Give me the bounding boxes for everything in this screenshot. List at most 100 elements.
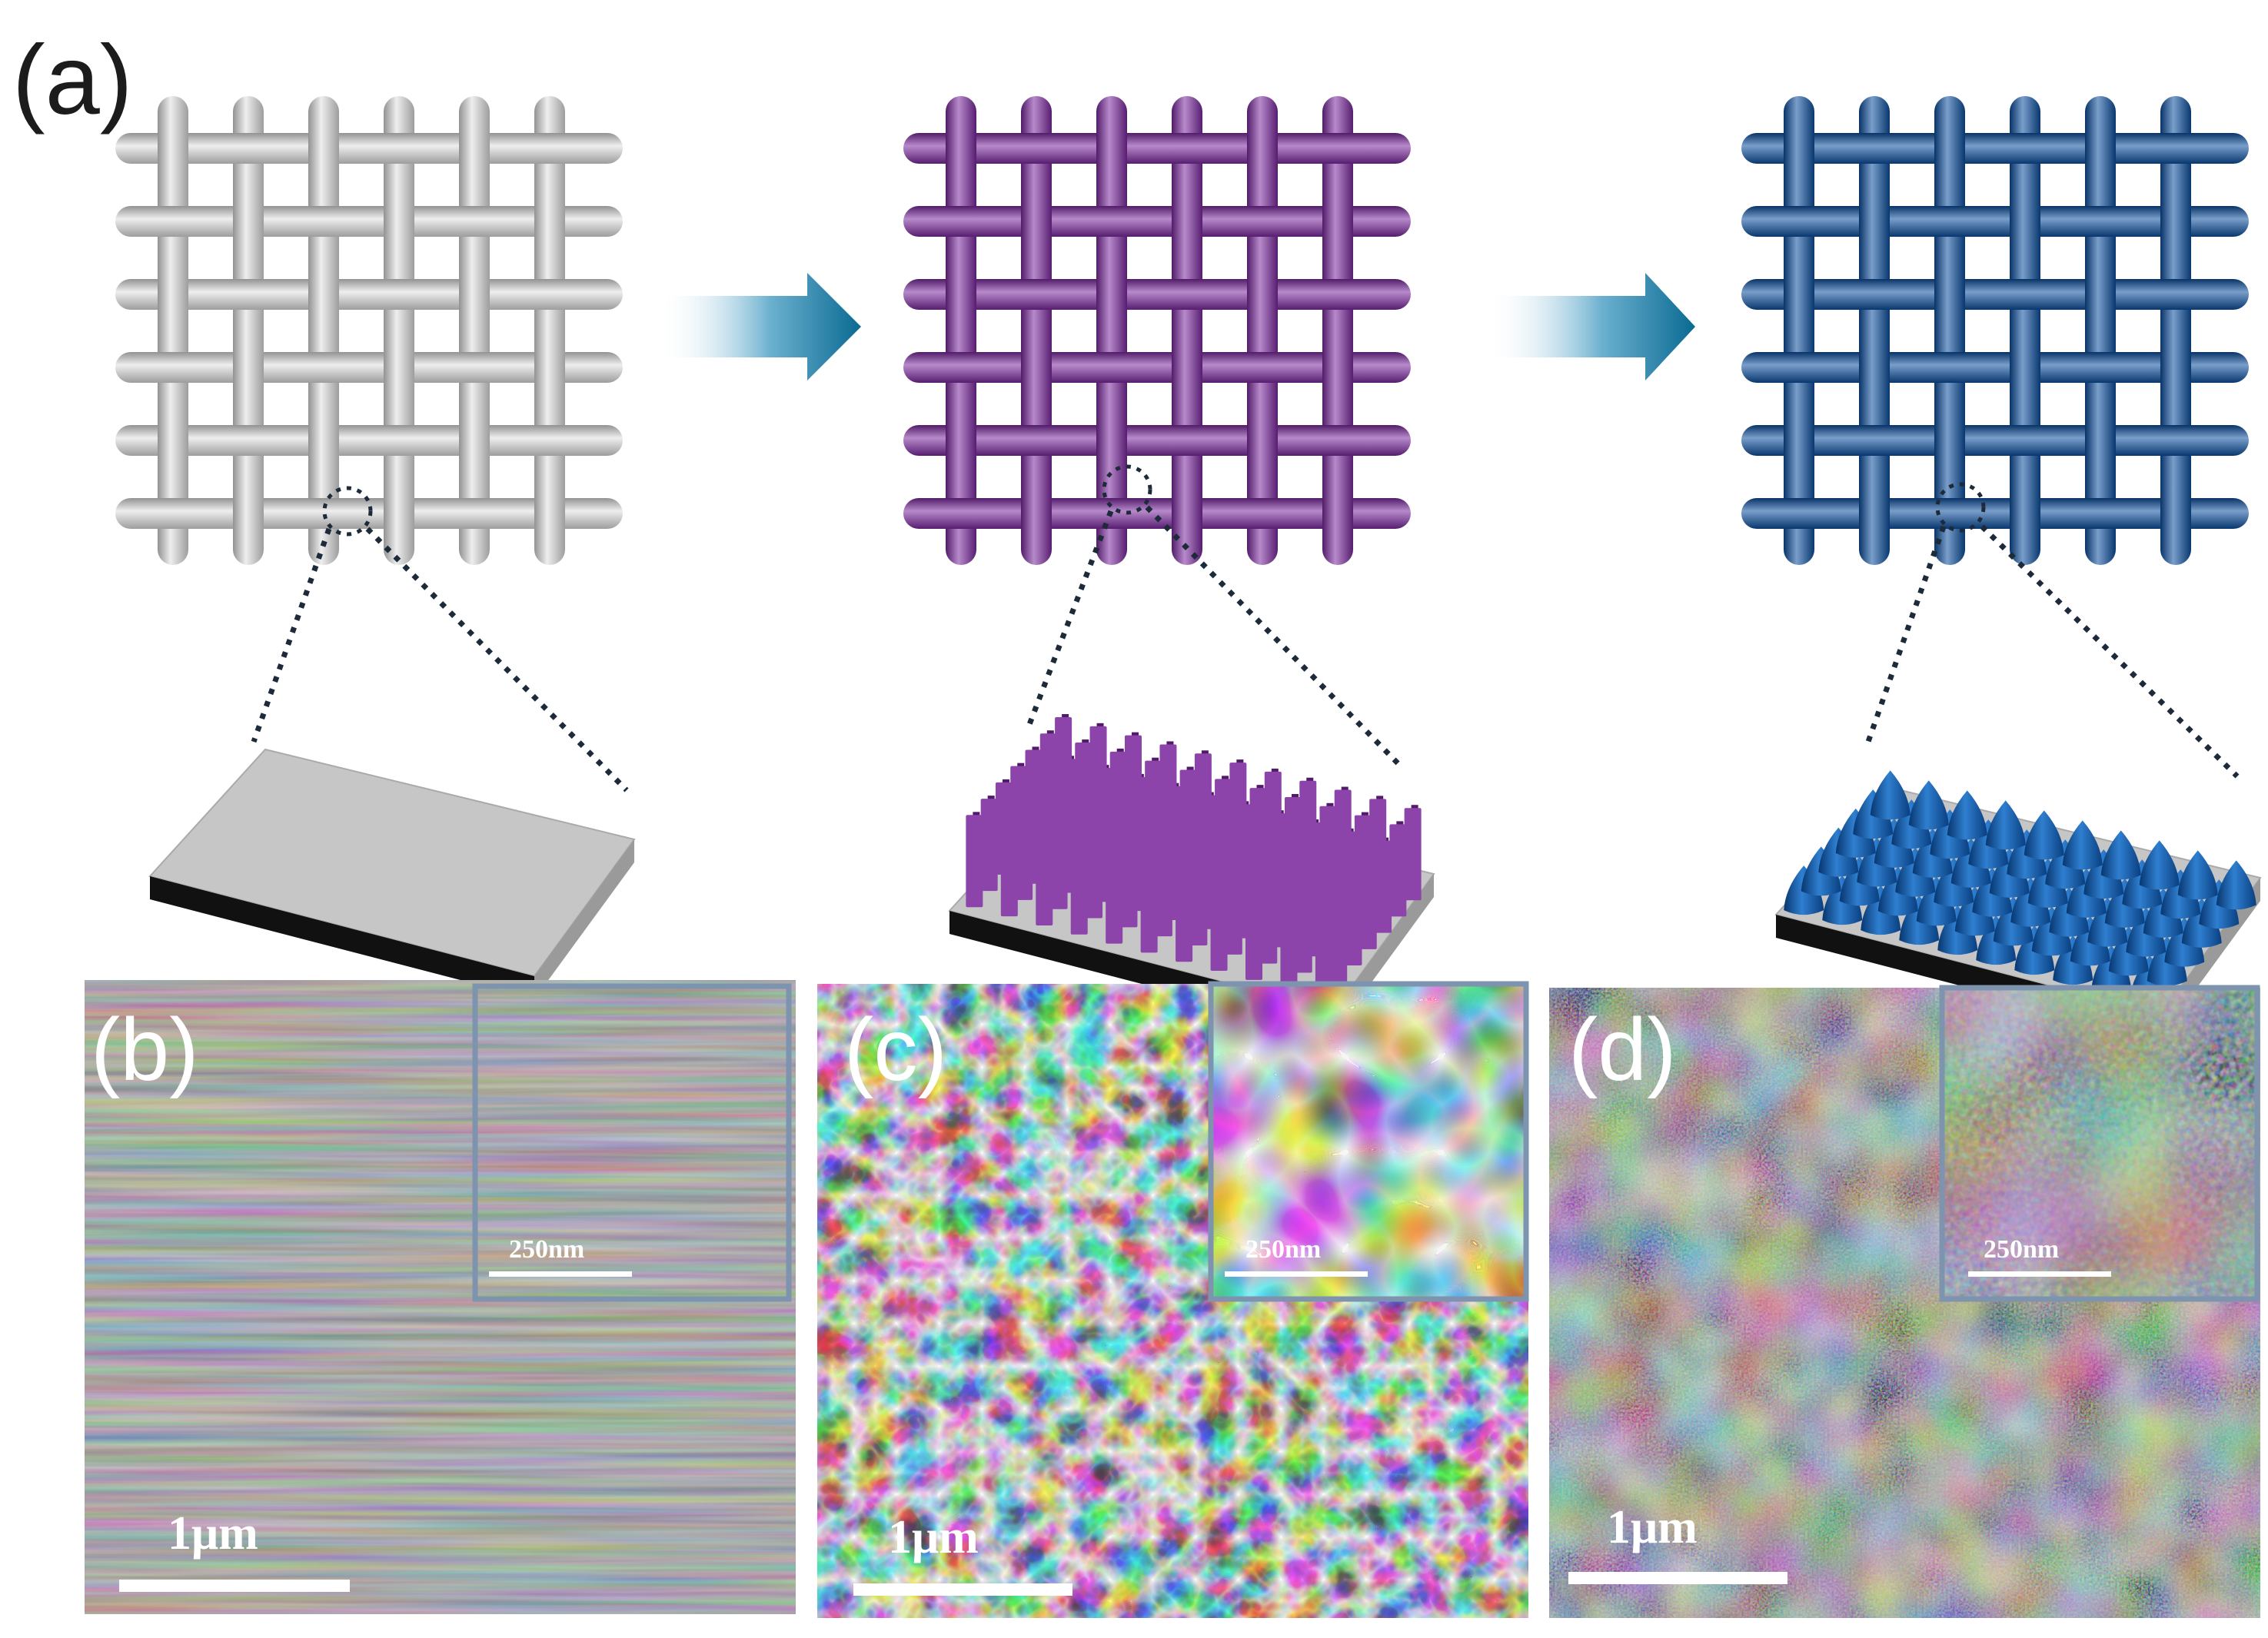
nanosheet — [1194, 753, 1212, 846]
mesh-crossing — [1784, 128, 1814, 168]
mesh-crossing — [2085, 128, 2116, 168]
inset-scale-bar — [1225, 1271, 1368, 1277]
mesh-crossing — [1322, 347, 1353, 387]
panel-c: (c) 250nm 1μm — [817, 981, 1529, 1618]
panel-d: (d) 250nm 1μm — [1549, 985, 2260, 1618]
mesh-crossing — [946, 420, 976, 460]
nanosheet — [1075, 743, 1092, 836]
mesh-crossing — [2010, 201, 2040, 241]
nanocone — [2062, 820, 2103, 870]
scale-bar — [1568, 1572, 1787, 1584]
mesh-crossing — [1322, 493, 1353, 533]
mesh-crossing — [459, 420, 490, 460]
nanosheet — [1284, 796, 1302, 889]
mesh-crossing — [1784, 420, 1814, 460]
nanosheet — [1179, 769, 1197, 862]
process-arrow-1 — [660, 273, 861, 380]
nanosheet — [1369, 799, 1387, 892]
mesh-crossing — [2160, 493, 2191, 533]
mesh-crossing — [1859, 201, 1890, 241]
mesh-horizontal-wire — [115, 279, 623, 310]
mesh-crossing — [1172, 493, 1202, 533]
mesh-crossing — [946, 274, 976, 314]
mesh-crossing — [384, 201, 414, 241]
mesh-crossing — [158, 128, 188, 168]
mesh-horizontal-wire — [1741, 133, 2249, 164]
mesh-crossing — [233, 493, 264, 533]
mesh-crossing — [2085, 274, 2116, 314]
substrate-front — [150, 876, 534, 999]
panel-d-label: (d) — [1568, 1001, 1677, 1099]
process-arrow-2 — [1488, 273, 1695, 380]
nanosheet — [980, 799, 998, 892]
mesh-crossing — [534, 201, 565, 241]
nanosheet — [1229, 763, 1247, 856]
mesh-horizontal-wire — [115, 133, 623, 164]
mesh-crossing — [308, 128, 339, 168]
mesh-crossing — [1247, 128, 1278, 168]
mesh-crossing — [308, 274, 339, 314]
nanosheet — [966, 815, 983, 908]
mesh-horizontal-wire — [115, 425, 623, 456]
scale-label: 1μm — [888, 1511, 979, 1563]
mesh-crossing — [1172, 201, 1202, 241]
substrate-side — [534, 839, 634, 999]
mesh-crossing — [534, 347, 565, 387]
scale-bar — [119, 1580, 350, 1592]
panel-b: (b) 250nm 1μm — [85, 980, 796, 1614]
nanosheet — [1159, 744, 1177, 837]
bare-substrate — [148, 748, 636, 999]
nanosheet — [1039, 733, 1057, 826]
mesh-horizontal-wire — [903, 279, 1411, 310]
zoom-callout-3 — [1865, 482, 2240, 779]
mesh-crossing — [1934, 274, 1965, 314]
mesh-crossing — [1021, 201, 1052, 241]
mesh-crossing — [233, 347, 264, 387]
nanocone — [2177, 850, 2218, 900]
mesh-crossing — [1021, 493, 1052, 533]
mesh-crossing — [1247, 274, 1278, 314]
nanosheet — [1404, 808, 1422, 901]
mesh-crossing — [1021, 347, 1052, 387]
zoom-circle — [322, 486, 373, 537]
mesh-crossing — [384, 493, 414, 533]
nanocone — [2139, 840, 2180, 890]
bare-mesh — [115, 96, 623, 565]
mesh-crossing — [1172, 347, 1202, 387]
mesh-horizontal-wire — [1741, 425, 2249, 456]
mesh-crossing — [1096, 128, 1127, 168]
nanocone — [2024, 810, 2064, 860]
mesh-crossing — [1096, 420, 1127, 460]
panel-a-label: (a) — [12, 25, 132, 135]
mesh-crossing — [1322, 201, 1353, 241]
mesh-crossing — [2010, 493, 2040, 533]
nanocone — [2100, 830, 2141, 880]
nanosheet — [1334, 789, 1352, 882]
zoom-circle — [1935, 482, 1986, 533]
nanosheet — [1089, 726, 1107, 819]
nanosheet — [1354, 815, 1372, 908]
zoom-callout-2 — [1026, 464, 1405, 771]
sem-inset-border — [1208, 981, 1529, 1302]
inset-scale-label: 250nm — [1245, 1235, 1321, 1264]
scale-label: 1μm — [1607, 1501, 1698, 1553]
nanocone — [1908, 780, 1949, 830]
mesh-crossing — [1096, 274, 1127, 314]
nanocone — [1870, 770, 1911, 820]
mesh-crossing — [946, 128, 976, 168]
sem-inset-border — [1939, 985, 2260, 1302]
mesh-crossing — [1784, 274, 1814, 314]
mesh-horizontal-wire — [903, 133, 1411, 164]
nanosheet — [1299, 780, 1317, 873]
nanosheet — [1215, 779, 1232, 872]
panel-c-label: (c) — [844, 1001, 947, 1099]
treated-mesh — [1741, 96, 2249, 565]
mesh-crossing — [459, 274, 490, 314]
inset-scale-label: 250nm — [1984, 1235, 2059, 1264]
zoom-circle — [1102, 464, 1152, 515]
mesh-crossing — [158, 274, 188, 314]
nanosheet-substrate — [948, 714, 1435, 1034]
mesh-crossing — [1934, 128, 1965, 168]
nanosheet — [1389, 824, 1407, 917]
mesh-crossing — [1859, 493, 1890, 533]
